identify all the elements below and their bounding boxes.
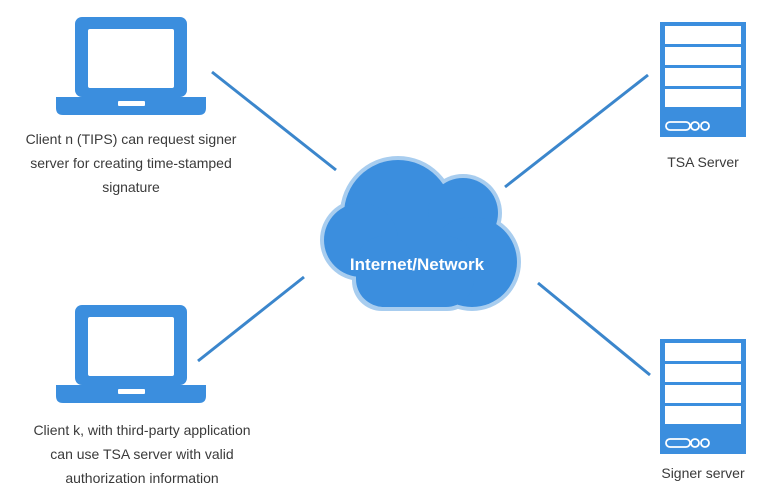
laptop-icon-client-n — [56, 17, 206, 115]
server-icon-signer — [660, 339, 746, 454]
laptop-icon-client-k — [56, 305, 206, 403]
caption-line: Client n (TIPS) can request signer — [25, 131, 237, 147]
caption-line: Client k, with third-party application — [33, 422, 251, 438]
server-icon-tsa — [660, 22, 746, 137]
caption-line: signature — [102, 179, 160, 195]
client-n-caption: Client n (TIPS) can request signer serve… — [0, 127, 262, 199]
caption-line: TSA Server — [667, 154, 739, 170]
cloud-label: Internet/Network — [350, 255, 485, 274]
client-k-caption: Client k, with third-party application c… — [0, 418, 284, 490]
tsa-server-caption: TSA Server — [653, 150, 753, 174]
cloud-icon: Internet/Network — [320, 156, 521, 311]
connector-line-client-k — [197, 275, 305, 363]
connector-line-client-n — [211, 70, 337, 172]
signer-server-caption: Signer server — [648, 461, 758, 485]
caption-line: server for creating time-stamped — [30, 155, 232, 171]
caption-line: authorization information — [65, 470, 219, 486]
connector-line-tsa-server — [504, 73, 649, 189]
caption-line: Signer server — [661, 465, 745, 481]
caption-line: can use TSA server with valid — [50, 446, 234, 462]
connector-line-signer-server — [537, 281, 651, 377]
